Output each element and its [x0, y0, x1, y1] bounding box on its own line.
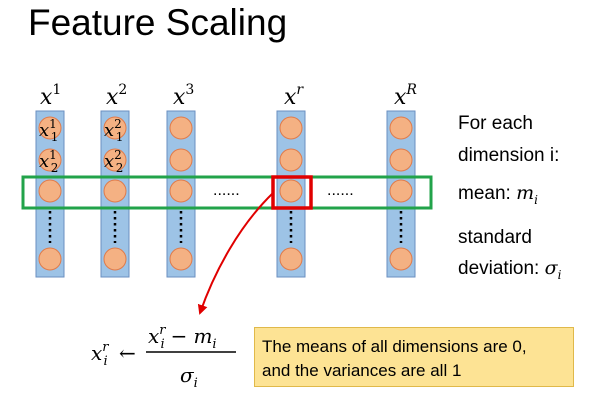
selected-cell-highlight	[271, 175, 313, 210]
std-text-line2: deviation: σi	[458, 259, 561, 281]
data-point	[103, 247, 127, 271]
data-point	[169, 247, 193, 271]
feature-column-r: xr	[276, 82, 306, 278]
side-text-line1: For each	[458, 113, 533, 134]
data-point	[103, 179, 127, 203]
std-label: deviation:	[458, 258, 540, 279]
std-sub: i	[557, 267, 562, 282]
data-point	[103, 116, 127, 140]
page-title: Feature Scaling	[28, 2, 288, 43]
data-point	[38, 179, 62, 203]
mean-sub: i	[534, 192, 538, 207]
side-text-line2: dimension i:	[458, 145, 560, 166]
note-line1: The means of all dimensions are 0,	[262, 337, 527, 356]
column-label-3: x3	[173, 82, 194, 110]
data-point	[389, 247, 413, 271]
arrow-to-formula	[197, 192, 274, 315]
mean-text: mean: mi	[458, 184, 538, 206]
column-label-1: x1	[40, 82, 61, 110]
mean-label: mean:	[458, 183, 511, 204]
note-line2: and the variances are all 1	[262, 361, 462, 380]
column-label-2: x2	[106, 82, 127, 110]
feature-column-R: xR	[386, 82, 417, 278]
data-point	[279, 179, 303, 203]
data-point	[279, 116, 303, 140]
formula-denominator: σi	[180, 363, 198, 391]
data-point	[389, 179, 413, 203]
mean-symbol: m	[516, 182, 535, 204]
data-point	[169, 116, 193, 140]
column-label-r: xr	[284, 82, 304, 110]
data-point	[169, 179, 193, 203]
data-point	[279, 247, 303, 271]
data-point	[38, 247, 62, 271]
std-symbol: σ	[544, 257, 558, 279]
horizontal-ellipsis-left: ......	[213, 182, 240, 199]
dimension-row-highlight	[21, 175, 433, 210]
assign-arrow: ←	[119, 341, 136, 365]
data-point	[389, 116, 413, 140]
data-point	[38, 116, 62, 140]
column-label-R: xR	[394, 82, 417, 110]
data-point	[169, 148, 193, 172]
data-point	[38, 148, 62, 172]
std-text-line1: standard	[458, 227, 532, 248]
feature-column-3: x3	[166, 82, 196, 278]
data-point	[389, 148, 413, 172]
data-point	[279, 148, 303, 172]
note-box: The means of all dimensions are 0, and t…	[254, 327, 574, 387]
horizontal-ellipsis-right: ......	[327, 182, 354, 199]
data-point	[103, 148, 127, 172]
